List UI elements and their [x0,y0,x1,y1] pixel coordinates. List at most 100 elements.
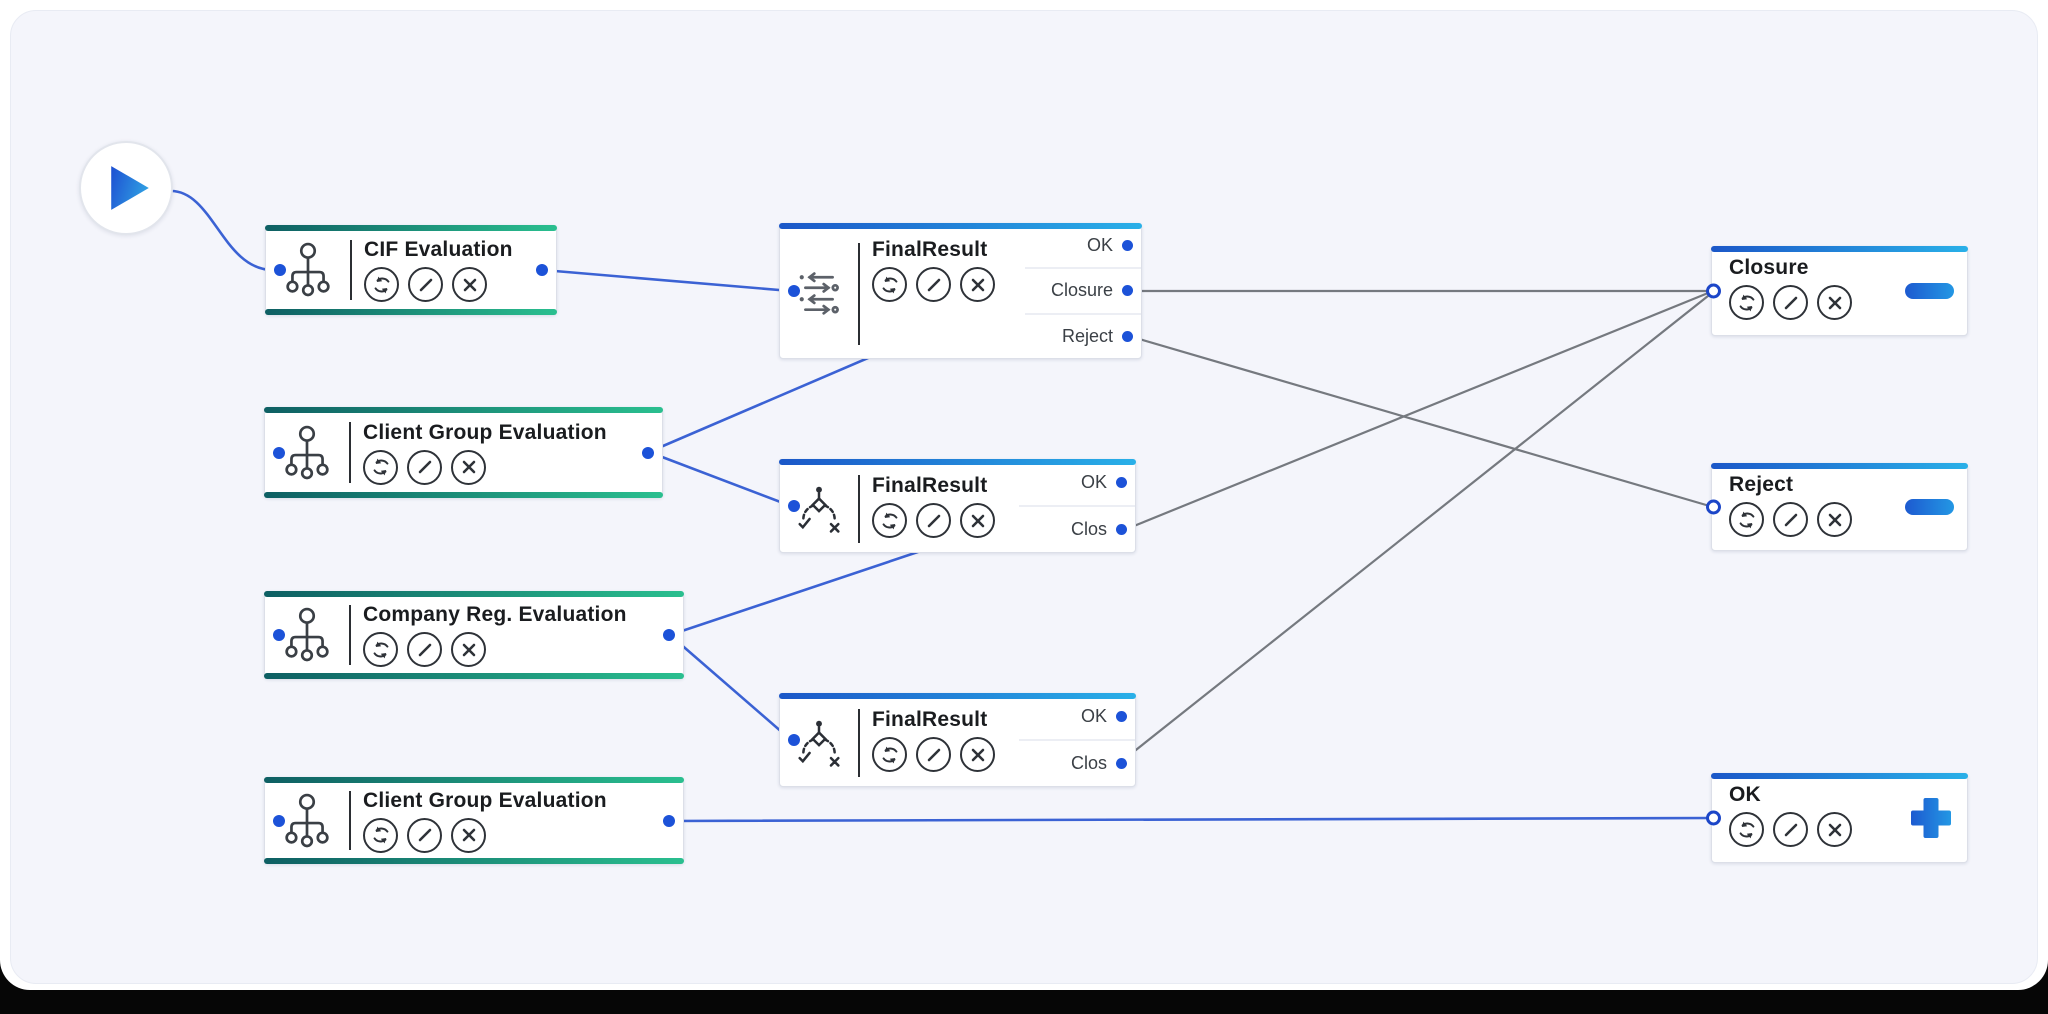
output-port[interactable] [663,814,675,827]
node-button-row [1729,812,1852,847]
solve-button[interactable] [364,267,399,302]
solve-button[interactable] [1729,502,1764,537]
delete-button[interactable] [1817,285,1852,320]
output-row: Clos [1019,739,1135,786]
rules-arrows-icon [798,271,840,317]
output-port[interactable] [536,264,548,276]
input-port[interactable] [1706,499,1721,515]
rule-node[interactable]: Client Group Evaluation [264,407,663,498]
input-port[interactable] [274,264,286,276]
node-body: CIF Evaluation [266,232,556,308]
input-port[interactable] [273,446,285,459]
node-icon-box [265,607,349,663]
solve-button[interactable] [872,503,907,538]
edit-button[interactable] [408,267,443,302]
node-button-row [872,503,995,538]
node-button-row [363,632,627,667]
output-port[interactable] [642,446,654,459]
delete-button[interactable] [451,449,486,485]
output-port[interactable] [1122,240,1133,252]
node-button-row [872,737,995,772]
delete-button[interactable] [1817,812,1852,847]
flow-edge-blue [647,450,793,508]
pencil-icon [415,457,435,477]
input-port[interactable] [1706,810,1721,826]
output-label: Closure [1050,280,1113,301]
solve-button[interactable] [872,267,907,302]
delete-button[interactable] [960,737,995,772]
output-label: Clos [1070,753,1107,773]
output-port[interactable] [1116,758,1127,769]
output-port[interactable] [1122,285,1133,297]
input-port[interactable] [273,814,285,827]
node-content: FinalResult [860,466,995,538]
edit-button[interactable] [916,267,951,302]
delete-button[interactable] [960,503,995,538]
rule-node[interactable]: CIF Evaluation [265,225,557,315]
nodes-layer: CIF Evaluation Client Group Evaluation [11,11,2037,983]
solve-button[interactable] [872,737,907,772]
solve-button[interactable] [363,449,398,485]
output-port[interactable] [1116,524,1127,535]
node-divider [349,605,351,665]
solve-button[interactable] [1729,285,1764,320]
node-title: Reject [1729,473,1794,496]
start-node[interactable] [79,141,173,235]
node-header-bar [264,407,663,413]
flow-edge-gray [1120,290,1715,763]
input-port[interactable] [788,500,800,512]
output-label: OK [1080,472,1107,492]
flow-canvas[interactable]: CIF Evaluation Client Group Evaluation [10,10,2038,984]
bottom-bar [0,990,2048,1014]
flow-edge-blue [668,816,1715,823]
input-port[interactable] [273,629,285,641]
output-port[interactable] [663,629,675,641]
solve-button[interactable] [363,817,398,853]
edit-button[interactable] [407,817,442,853]
node-content: OK [1729,783,1852,847]
edit-button[interactable] [916,503,951,538]
node-content: Client Group Evaluation [351,789,607,853]
end-node[interactable]: Reject [1706,463,1968,551]
end-node[interactable]: OK [1706,773,1968,863]
end-node[interactable]: Closure [1706,246,1968,336]
node-title: FinalResult [872,474,988,497]
play-icon [102,164,151,212]
edit-button[interactable] [407,632,442,667]
x-icon [968,745,988,765]
delete-button[interactable] [960,267,995,302]
node-button-row [364,267,513,302]
edit-button[interactable] [1773,285,1808,320]
output-port[interactable] [1122,330,1133,342]
input-port[interactable] [788,734,800,746]
delete-button[interactable] [452,267,487,302]
refresh-icon [1737,293,1757,313]
delete-button[interactable] [451,817,486,853]
solve-button[interactable] [363,632,398,667]
edit-button[interactable] [1773,812,1808,847]
delete-button[interactable] [451,632,486,667]
node-button-row [872,267,995,302]
rule-node[interactable]: Client Group Evaluation [264,777,684,864]
node-header-bar [779,693,1136,699]
flow-edge-blue [668,633,793,742]
node-button-row [1729,502,1852,537]
input-port[interactable] [788,285,800,297]
delete-button[interactable] [1817,502,1852,537]
output-port[interactable] [1116,711,1127,722]
edit-button[interactable] [407,449,442,485]
edit-button[interactable] [1773,502,1808,537]
x-icon [460,275,480,295]
output-port[interactable] [1116,477,1127,488]
x-icon [968,511,988,531]
input-port[interactable] [1706,283,1721,299]
edit-button[interactable] [916,737,951,772]
solve-button[interactable] [1729,812,1764,847]
rule-node[interactable]: Company Reg. Evaluation [264,591,684,679]
pencil-icon [924,745,944,765]
node-icon-box [265,425,349,481]
node-content: Company Reg. Evaluation [351,603,627,667]
